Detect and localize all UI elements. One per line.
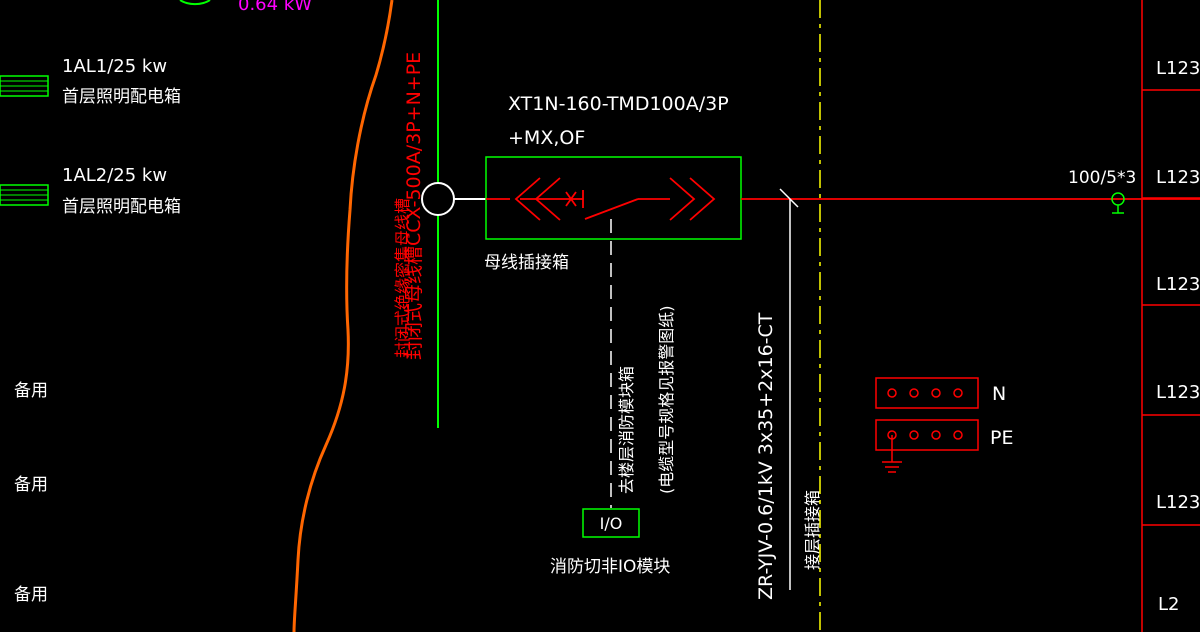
io-module-box-label: I/O	[600, 514, 623, 533]
n-terminal-label: N	[992, 383, 1006, 405]
feeder-1-desc: 首层照明配电箱	[62, 87, 181, 107]
top-partial-value: 0.64 kW	[238, 0, 312, 15]
feeder-1-id: 1AL1/25 kw	[62, 56, 167, 77]
io-module-label: 消防切非IO模块	[550, 557, 670, 577]
spare-label-2: 备用	[14, 475, 48, 495]
fire-line-label-2: (电缆型号规格见报警图纸)	[657, 306, 676, 495]
plug-box-label: 母线插接箱	[484, 253, 569, 273]
ct-label: 100/5*3	[1068, 168, 1136, 188]
feeder-2-symbol	[0, 184, 49, 206]
plug-connection-circle	[421, 182, 455, 216]
phase-label-4: L123	[1156, 382, 1200, 403]
spare-label-3: 备用	[14, 585, 48, 605]
cable-tick	[779, 188, 799, 208]
spare-label-1: 备用	[14, 381, 48, 401]
phase-label-5: L123	[1156, 492, 1200, 513]
phase-label-3: L123	[1156, 274, 1200, 295]
cable-dest: 接层插接箱	[803, 490, 822, 570]
phase-label-1: L123	[1156, 58, 1200, 79]
breaker-model: XT1N-160-TMD100A/3P	[508, 93, 729, 115]
plug-box	[485, 156, 742, 240]
right-phase-table	[1141, 0, 1200, 632]
cable-spec: ZR-YJV-0.6/1kV 3x35+2x16-CT	[755, 312, 777, 600]
ct-symbol	[1111, 192, 1125, 214]
n-terminal-strip	[875, 377, 979, 409]
top-partial-circle	[179, 0, 211, 6]
phase-label-2: L123	[1156, 167, 1200, 188]
phase-label-6: L2	[1158, 594, 1179, 615]
pe-terminal-label: PE	[990, 427, 1013, 449]
busway-label: 封闭式母线槽CCX-500A/3P+N+PE	[403, 52, 425, 360]
io-module-box	[582, 508, 640, 538]
breaker-symbol	[486, 177, 716, 221]
feeder-2-desc: 首层照明配电箱	[62, 197, 181, 217]
ground-icon	[882, 435, 902, 473]
boundary-curve	[292, 0, 394, 632]
pe-terminal-strip	[875, 419, 979, 451]
fire-line-label-1: 去楼层消防模块箱	[617, 366, 636, 494]
breaker-accessory: +MX,OF	[508, 127, 585, 149]
feeder-1-symbol	[0, 75, 49, 97]
feeder-2-id: 1AL2/25 kw	[62, 165, 167, 186]
busway-desc: 封闭式绝缘密集母线槽	[393, 198, 412, 358]
